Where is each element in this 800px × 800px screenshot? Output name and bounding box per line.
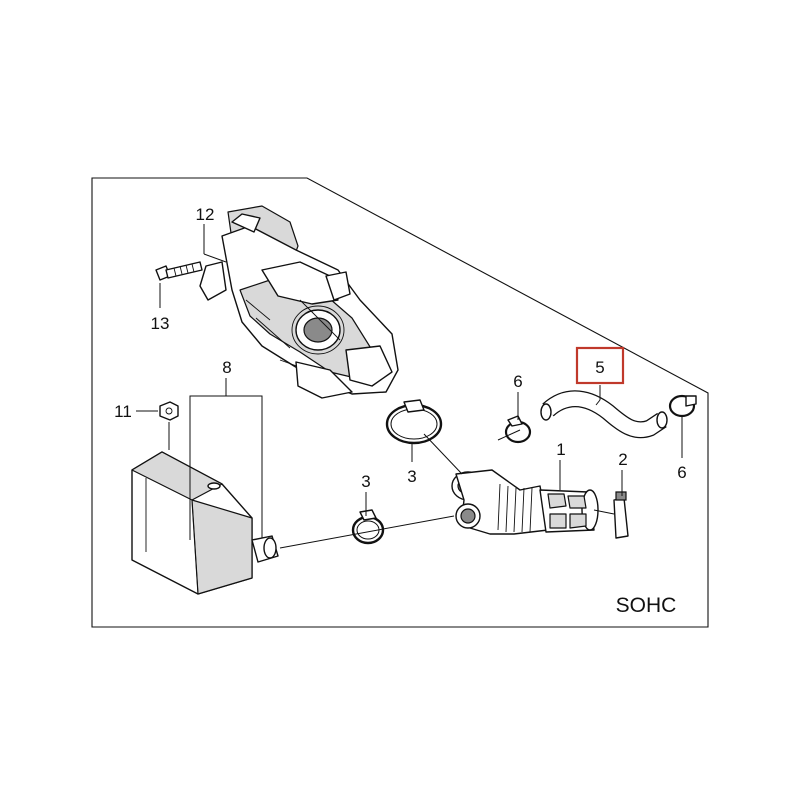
variant-label: SOHC <box>616 594 677 617</box>
throttle-body-assembly[interactable] <box>199 205 399 399</box>
callout-2: 2 <box>618 450 627 469</box>
nut-11[interactable] <box>159 401 179 421</box>
hose-clip-2[interactable] <box>613 491 629 539</box>
callout-1: 1 <box>556 440 565 459</box>
callout-6-left: 6 <box>513 372 522 391</box>
breather-hose[interactable] <box>540 390 668 439</box>
callout-13: 13 <box>151 314 170 333</box>
callout-11: 11 <box>114 402 132 421</box>
resonator-box[interactable] <box>131 451 279 595</box>
diagram-frame <box>91 177 709 628</box>
leader-lines <box>136 224 683 549</box>
air-intake-hose[interactable] <box>451 469 599 535</box>
highlight-box-part-5 <box>575 346 625 385</box>
bolt-13[interactable] <box>155 261 203 281</box>
callout-3-upper: 3 <box>407 467 416 486</box>
hose-clamp-upper[interactable] <box>385 399 443 445</box>
hose-clamp-lower[interactable] <box>351 509 385 545</box>
small-clamp-right[interactable] <box>668 394 697 418</box>
callout-8: 8 <box>222 358 231 377</box>
callout-12: 12 <box>196 205 215 224</box>
callout-6-right: 6 <box>677 463 686 482</box>
callout-5: 5 <box>595 358 604 377</box>
callout-3-lower: 3 <box>361 472 370 491</box>
